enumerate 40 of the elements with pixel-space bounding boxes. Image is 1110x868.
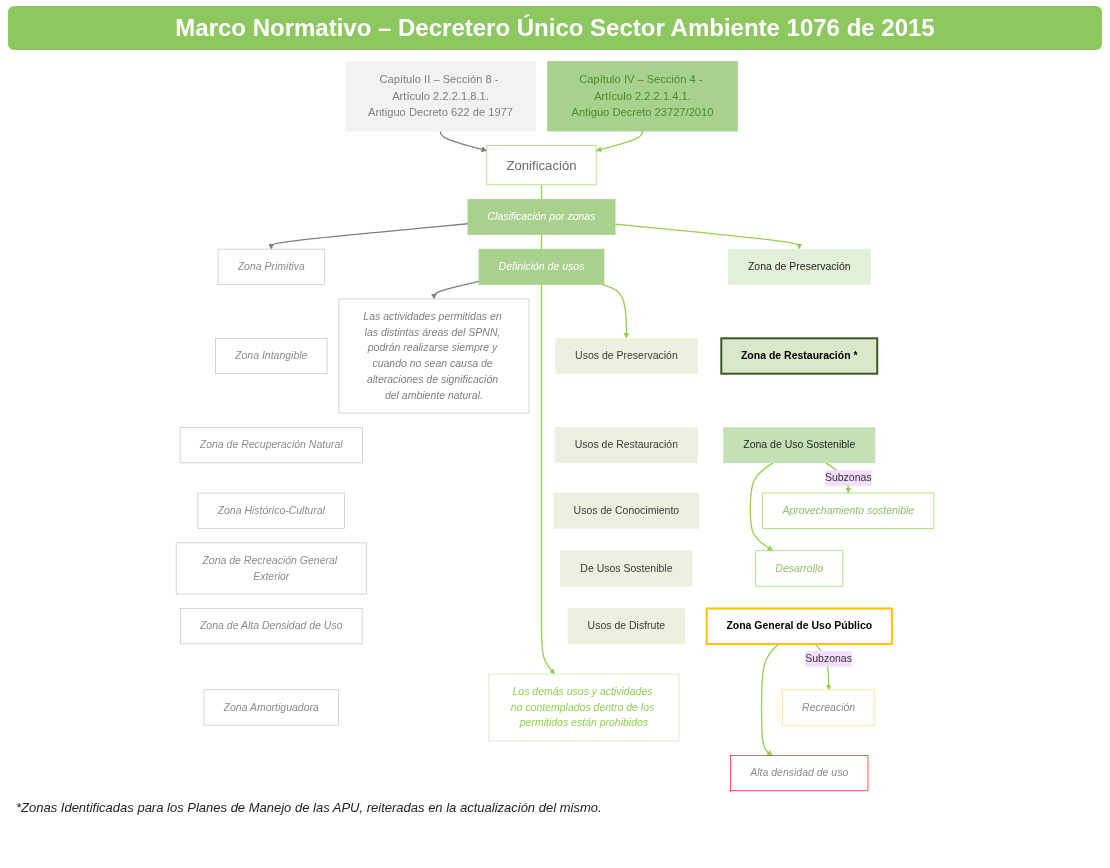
- title-banner: Marco Normativo – Decretero Único Sector Ambiente 1076 de 2015: [8, 6, 1102, 50]
- node-box: Zona General de Uso Público: [705, 607, 893, 645]
- node-box: Alta densidad de uso: [730, 755, 869, 792]
- node-box: Definición de usos: [478, 248, 605, 285]
- node-box: Zonificación: [486, 145, 597, 186]
- arrow: [749, 462, 774, 551]
- arrow: [601, 283, 630, 339]
- node-box: Desarrollo: [755, 550, 844, 587]
- node-box: Zona de Alta Densidad de Uso: [179, 608, 363, 645]
- node-box: Zona de Uso Sostenible: [723, 427, 876, 464]
- arrow: [760, 643, 780, 756]
- node-box: Zona Primitiva: [217, 248, 325, 285]
- arrow: [431, 280, 480, 300]
- node-box: Aprovechamiento sostenible: [762, 492, 935, 529]
- node-box: Zona de Restauración *: [720, 337, 879, 375]
- arrow: [540, 283, 555, 675]
- node-box: Las actividades permitidas en las distintas áreas del SPNN, podrán realizarse siempre y cuando no sean causa de alteraciones de significación del ambiente natural.: [338, 298, 530, 414]
- node-box: Usos de Disfrute: [567, 608, 686, 645]
- node-box: De Usos Sostenible: [560, 550, 693, 587]
- node-box: Capítulo II – Sección 8 - Artículo 2.2.2.1.8.1. Antiguo Decreto 622 de 1977: [345, 60, 536, 132]
- node-box: Clasificación por zonas: [467, 198, 616, 235]
- edge-label: Subzonas: [805, 653, 852, 665]
- node-box: Usos de Preservación: [555, 337, 698, 375]
- node-box: Zona de Preservación: [727, 248, 871, 285]
- node-box: Zona Amortiguadora: [203, 689, 339, 726]
- node-box: Usos de Conocimiento: [553, 492, 700, 529]
- node-box: Capítulo IV – Sección 4 - Artículo 2.2.2.1.4.1. Antiguo Decreto 23727/2010: [547, 60, 738, 132]
- node-box: Zona Intangible: [215, 337, 328, 375]
- arrow: [595, 130, 644, 153]
- arrow: [439, 130, 488, 153]
- node-box: Zona Histórico-Cultural: [197, 492, 345, 529]
- node-box: Zona de Recreación General Exterior: [175, 542, 367, 595]
- arrow: [614, 223, 803, 250]
- node-box: Usos de Restauración: [554, 427, 698, 464]
- node-box: Los demás usos y actividades no contemplados dentro de los permitidos están prohibidos: [488, 673, 680, 742]
- edge-label: Subzonas: [824, 472, 872, 484]
- node-box: Zona de Recuperación Natural: [179, 427, 363, 464]
- node-box: Recreación: [782, 689, 876, 726]
- arrow: [268, 223, 469, 250]
- footnote: *Zonas Identificadas para los Planes de Manejo de las APU, reiteradas en la actualización del mismo.: [16, 800, 603, 815]
